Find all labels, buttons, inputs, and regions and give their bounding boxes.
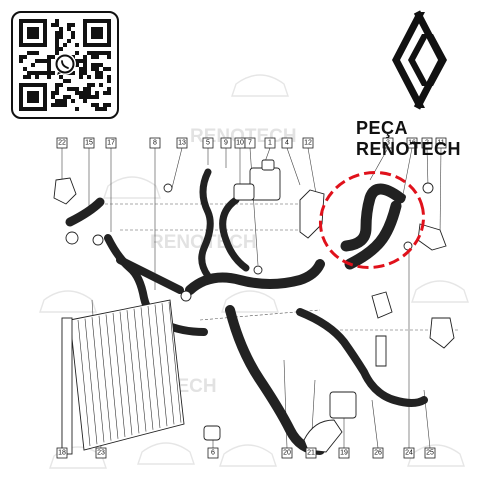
highlighted-part-marker <box>318 170 426 270</box>
callout-number: 7 <box>248 140 252 147</box>
callout-box <box>424 447 436 459</box>
radiator <box>61 299 185 455</box>
callout-number: 21 <box>307 450 315 457</box>
callout-box <box>56 447 68 459</box>
callout-box <box>207 447 219 459</box>
callout-number: 17 <box>107 140 115 147</box>
callout-box <box>264 137 276 149</box>
callout-number: 16 <box>408 140 416 147</box>
whatsapp-qr-code <box>11 11 119 119</box>
callout-box <box>372 447 384 459</box>
callout-box <box>421 137 433 149</box>
callout-row-bottom: 18 23 6 20 21 19 26 24 25 <box>56 447 436 459</box>
callout-box <box>220 137 232 149</box>
callout-number: 6 <box>211 450 215 457</box>
callout-number: 18 <box>58 450 66 457</box>
callout-box <box>435 137 447 149</box>
callout-box <box>338 447 350 459</box>
callout-box <box>382 137 394 149</box>
callout-number: 24 <box>405 450 413 457</box>
callout-box <box>149 137 161 149</box>
callout-row-top: 22 15 17 8 13 5 9 10 7 1 4 12 3 16 2 11 <box>56 137 447 149</box>
callout-box <box>281 137 293 149</box>
callout-number: 9 <box>224 140 228 147</box>
leader-lines <box>61 147 460 449</box>
callout-box <box>176 137 188 149</box>
callout-box <box>281 447 293 459</box>
callout-box <box>305 447 317 459</box>
callout-number: 4 <box>285 140 289 147</box>
callout-number: 25 <box>426 450 434 457</box>
callout-box <box>105 137 117 149</box>
component-parts <box>53 159 455 455</box>
callout-box <box>56 137 68 149</box>
callout-box <box>302 137 314 149</box>
callout-box <box>83 137 95 149</box>
whatsapp-icon <box>54 53 76 75</box>
hose-assembly <box>65 168 428 455</box>
callout-number: 20 <box>283 450 291 457</box>
callout-number: 13 <box>178 140 186 147</box>
callout-number: 11 <box>437 140 444 147</box>
callout-box <box>95 447 107 459</box>
callout-box <box>406 137 418 149</box>
callout-box <box>403 447 415 459</box>
callout-number: 19 <box>340 450 348 457</box>
brand-title: PEÇA RENOTECH <box>356 118 462 159</box>
callout-number: 22 <box>58 140 66 147</box>
callout-number: 23 <box>97 450 105 457</box>
callout-number: 26 <box>374 450 382 457</box>
callout-box <box>244 137 256 149</box>
callout-number: 2 <box>425 140 429 147</box>
callout-number: 10 <box>236 140 244 147</box>
callout-box <box>202 137 214 149</box>
callout-number: 8 <box>153 140 157 147</box>
callout-number: 1 <box>268 140 272 147</box>
callout-number: 12 <box>304 140 312 147</box>
callout-number: 15 <box>85 140 93 147</box>
callout-number: 3 <box>386 140 390 147</box>
renault-diamond-logo <box>392 10 447 110</box>
callout-number: 5 <box>206 140 210 147</box>
